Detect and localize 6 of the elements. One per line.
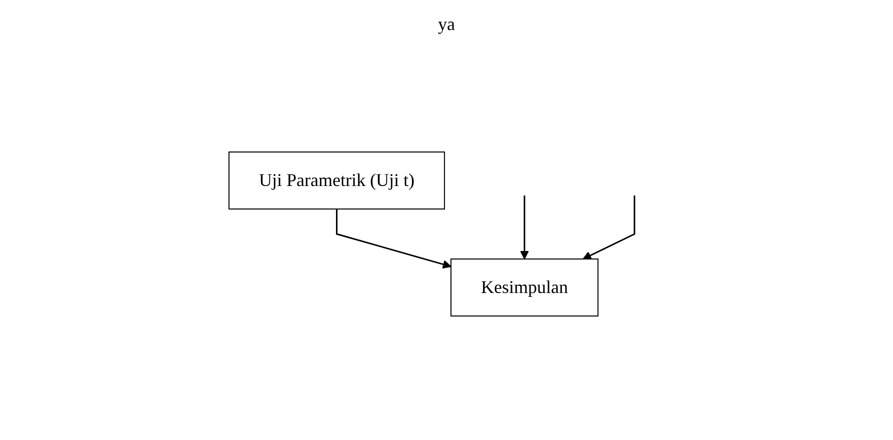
note-text: ya [438,14,455,35]
arrow [336,209,452,269]
node-box: Uji Parametrik (Uji t) [228,152,445,210]
node-box: Kesimpulan [450,258,598,316]
arrow [582,196,635,260]
arrow [520,196,529,260]
